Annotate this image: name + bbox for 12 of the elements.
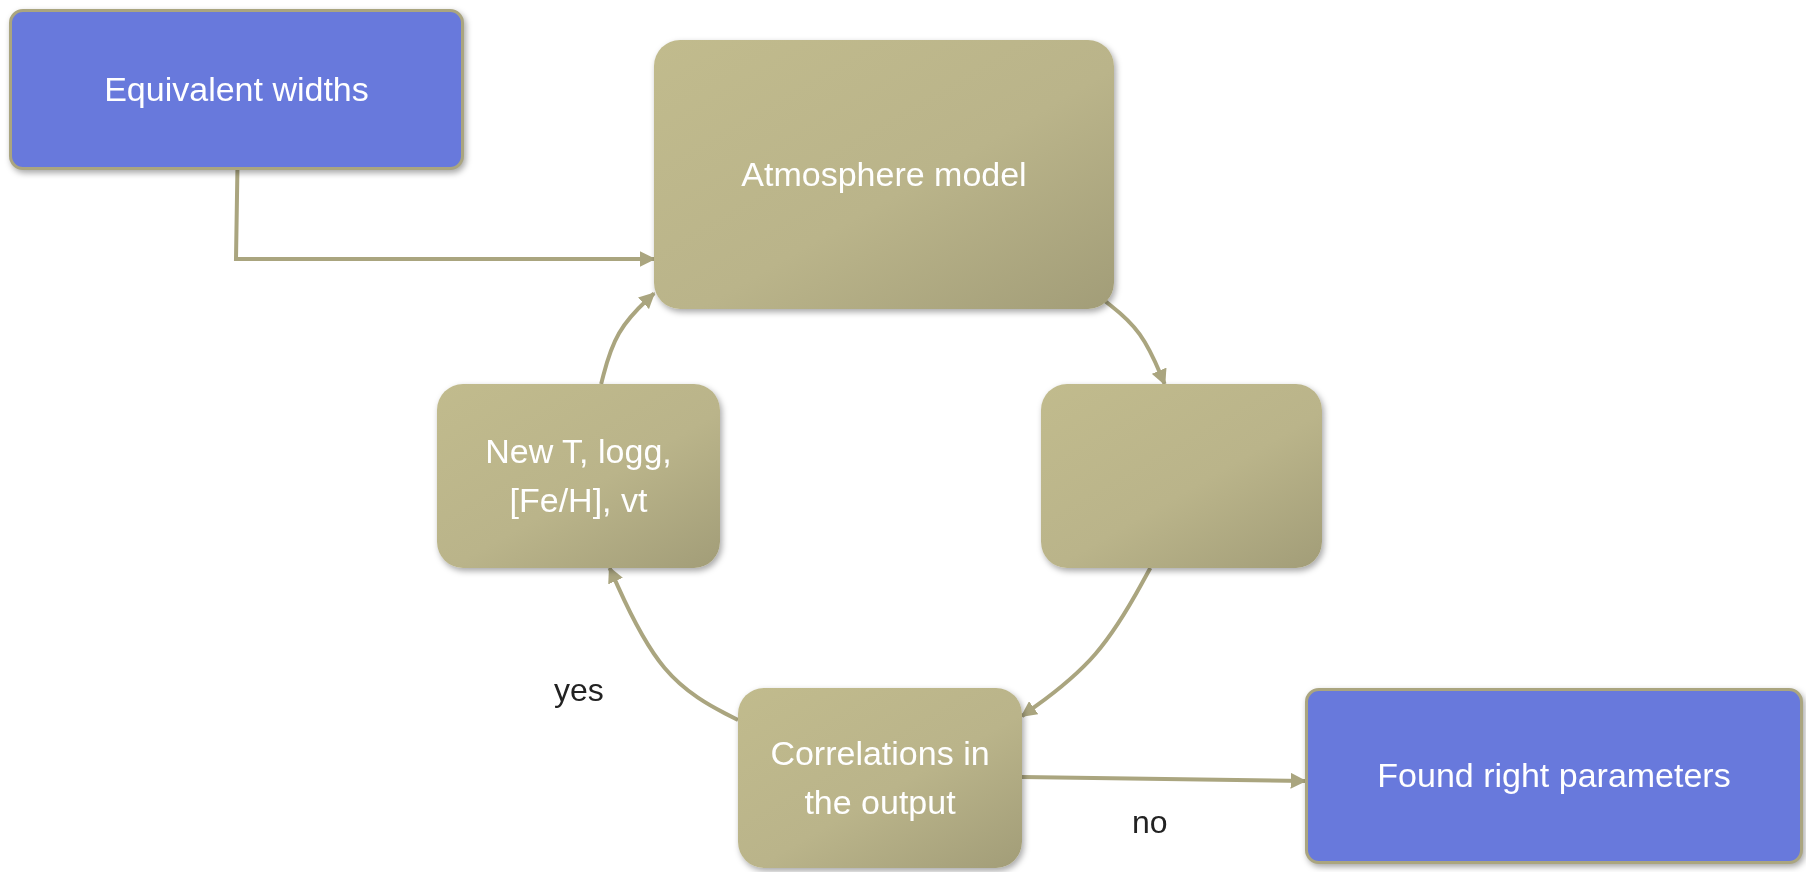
arrow [607,566,739,722]
process-box: Correlations in the output [738,688,1022,868]
arrow [1021,772,1307,789]
io-box: Equivalent widths [9,9,464,170]
arrow [599,291,656,385]
arrow [1103,299,1167,386]
arrow [233,169,656,267]
process-box: New T, logg, [Fe/H], vt [437,384,720,568]
process-box: Atmosphere model [654,40,1114,309]
arrow [1020,567,1153,718]
process-box [1041,384,1322,568]
io-box: Found right parameters [1305,688,1803,864]
